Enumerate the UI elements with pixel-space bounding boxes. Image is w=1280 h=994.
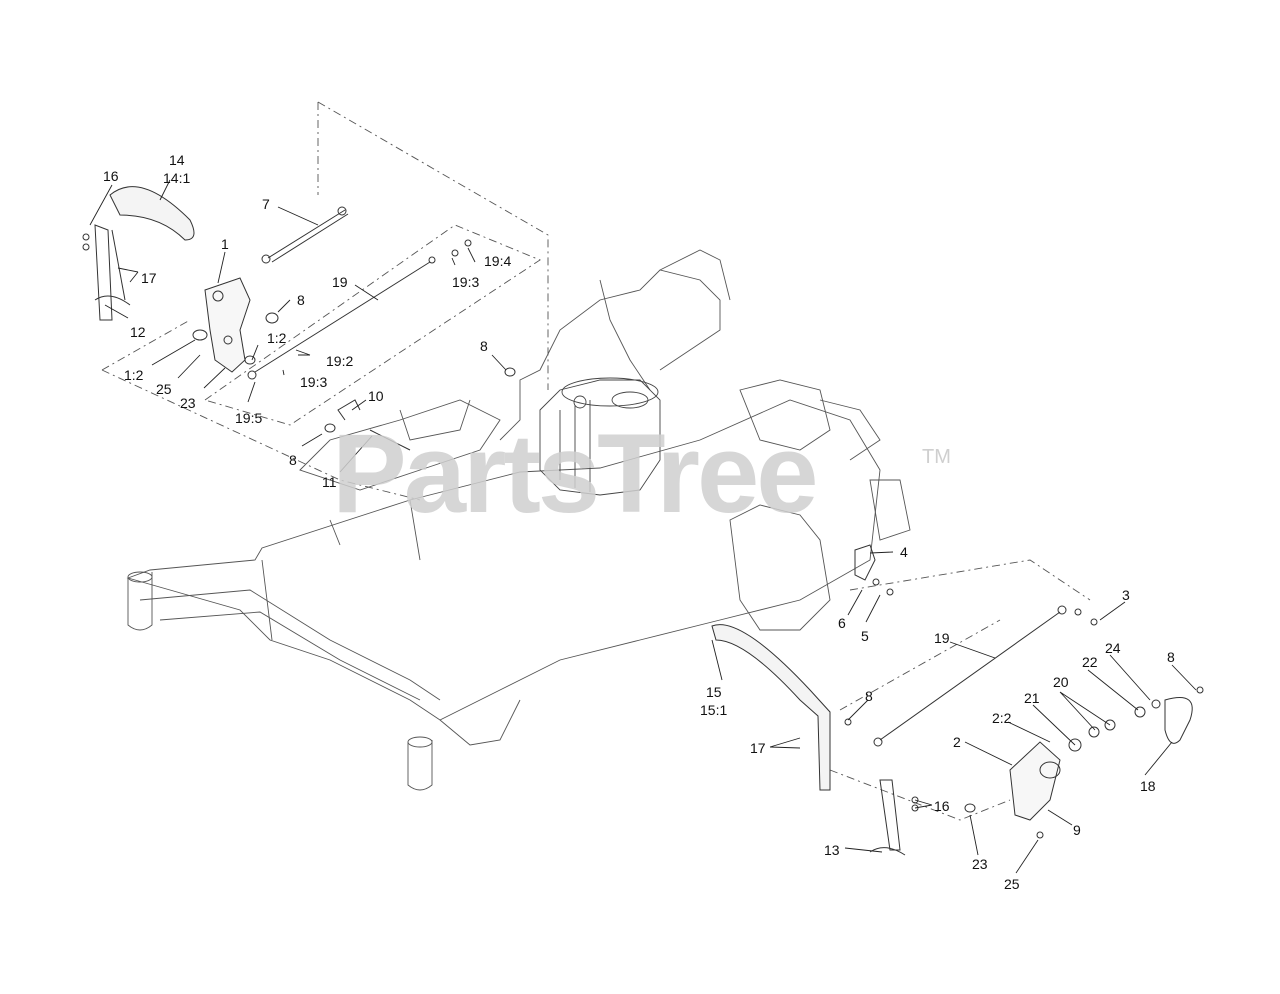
callout-12: 12 [130, 324, 146, 340]
callout-21: 21 [1024, 690, 1040, 706]
callout-4: 4 [900, 544, 908, 560]
callout-8: 8 [297, 292, 305, 308]
callout-25: 25 [156, 381, 172, 397]
callout-16: 16 [934, 798, 950, 814]
leader-lines [89, 179, 1197, 874]
trademark-symbol: TM [922, 446, 951, 468]
callout-15-1: 15:1 [700, 702, 728, 718]
engine [539, 377, 661, 496]
callout-10: 10 [368, 388, 384, 404]
callout-11: 11 [322, 474, 337, 490]
callout-19-3: 19:3 [452, 274, 480, 290]
chassis-frame [126, 249, 881, 791]
left-bracket [192, 277, 279, 373]
callout-23: 23 [180, 395, 196, 411]
callout-7: 7 [262, 196, 270, 212]
callout-2-2: 2:2 [992, 710, 1012, 726]
callout-19-5: 19:5 [235, 410, 263, 426]
callout-16: 16 [103, 168, 119, 184]
callout-9: 9 [1073, 822, 1081, 838]
callout-8: 8 [289, 452, 297, 468]
left-linkage [247, 206, 516, 451]
callout-14: 14 [169, 152, 185, 168]
callout-19-3: 19:3 [300, 374, 328, 390]
callout-1-2: 1:2 [267, 330, 287, 346]
callout-20: 20 [1053, 674, 1069, 690]
callout-15: 15 [706, 684, 722, 700]
callout-23: 23 [972, 856, 988, 872]
callout-2: 2 [953, 734, 961, 750]
callout-19-2: 19:2 [326, 353, 354, 369]
callout-14-1: 14:1 [163, 170, 191, 186]
callout-8: 8 [480, 338, 488, 354]
callout-19: 19 [934, 630, 950, 646]
callout-13: 13 [824, 842, 840, 858]
left-control-lever [82, 186, 195, 321]
right-linkage [844, 544, 1204, 839]
callout-18: 18 [1140, 778, 1156, 794]
dashed-guides [101, 101, 1091, 821]
callout-6: 6 [838, 615, 846, 631]
callout-19: 19 [332, 274, 348, 290]
right-control-lever [711, 624, 919, 856]
callout-1: 1 [221, 236, 229, 252]
callout-19-4: 19:4 [484, 253, 512, 269]
callout-8: 8 [865, 688, 873, 704]
callout-25: 25 [1004, 876, 1020, 892]
callout-5: 5 [861, 628, 869, 644]
callout-8: 8 [1167, 649, 1175, 665]
callout-17: 17 [141, 270, 157, 286]
callout-17: 17 [750, 740, 766, 756]
callout-22: 22 [1082, 654, 1098, 670]
callout-1-2: 1:2 [124, 367, 144, 383]
callout-3: 3 [1122, 587, 1130, 603]
callout-24: 24 [1105, 640, 1121, 656]
transmission [729, 379, 911, 631]
